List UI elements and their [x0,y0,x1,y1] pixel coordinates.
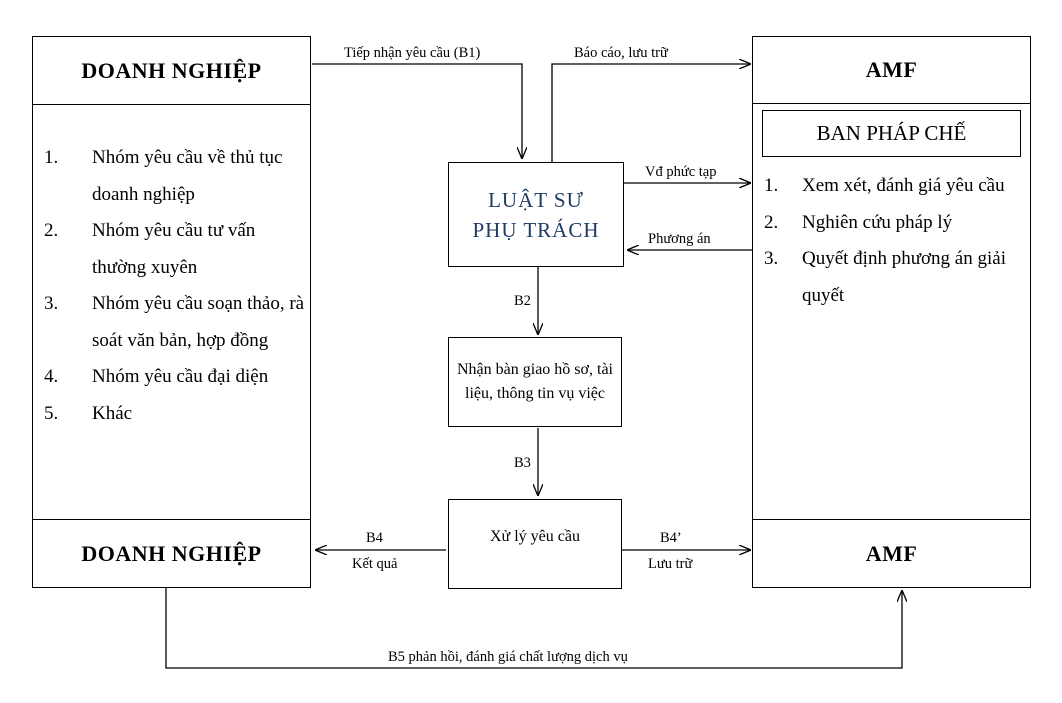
enterprise-top-title-text: DOANH NGHIỆP [81,57,262,83]
enterprise-top-title: DOANH NGHIỆP [32,36,311,105]
legal-department-title-text: BAN PHÁP CHẾ [816,121,967,145]
process-request-text: Xử lý yêu cầu [490,528,580,545]
label-solution: Phương án [648,231,711,247]
label-b3: B3 [514,455,531,471]
list-item: 5.Khác [44,402,133,424]
label-b2: B2 [514,293,531,309]
enterprise-request-list: 1.Nhóm yêu cầu về thủ tục doanh nghiệp 2… [44,140,309,432]
amf-top-title: AMF [752,36,1031,104]
handover-text: Nhận bàn giao hồ sơ, tài liệu, thông tin… [457,361,613,402]
lawyer-in-charge-box: LUẬT SƯ PHỤ TRÁCH [448,162,624,267]
amf-bottom-title-text: AMF [865,540,918,566]
process-request-box: Xử lý yêu cầu [448,499,622,589]
label-archive: Lưu trữ [648,556,693,572]
list-item: 1.Xem xét, đánh giá yêu cầu [764,175,1005,196]
amf-bottom-title: AMF [752,519,1031,588]
enterprise-panel [32,36,311,588]
list-item: 2.Nghiên cứu pháp lý [764,211,953,233]
label-b5: B5 phản hồi, đánh giá chất lượng dịch vụ [388,649,628,665]
list-item: 2.Nhóm yêu cầu tư vấn thường xuyên [44,220,256,278]
legal-department-list: 1.Xem xét, đánh giá yêu cầu 2.Nghiên cứu… [764,168,1024,314]
enterprise-bottom-title-text: DOANH NGHIỆP [81,540,262,566]
label-b4: B4 [366,530,383,546]
label-b4-prime: B4’ [660,530,682,546]
amf-top-title-text: AMF [865,57,918,82]
list-item: 3.Nhóm yêu cầu soạn thảo, rà soát văn bả… [44,293,305,351]
label-complex: Vđ phức tạp [645,164,717,180]
label-result: Kết quả [352,556,398,572]
legal-department-title: BAN PHÁP CHẾ [762,110,1021,157]
arrow-b1 [312,63,522,158]
label-b1: Tiếp nhận yêu cầu (B1) [344,45,481,61]
lawyer-in-charge-text: LUẬT SƯ PHỤ TRÁCH [472,187,600,242]
enterprise-bottom-title: DOANH NGHIỆP [32,519,311,588]
handover-box: Nhận bàn giao hồ sơ, tài liệu, thông tin… [448,337,622,427]
list-item: 4.Nhóm yêu cầu đại diện [44,366,269,387]
arrow-report [551,64,750,162]
list-item: 1.Nhóm yêu cầu về thủ tục doanh nghiệp [44,147,283,205]
list-item: 3.Quyết định phương án giải quyết [764,248,1006,306]
arrow-b5 [165,588,902,669]
label-report: Báo cáo, lưu trữ [574,45,668,61]
